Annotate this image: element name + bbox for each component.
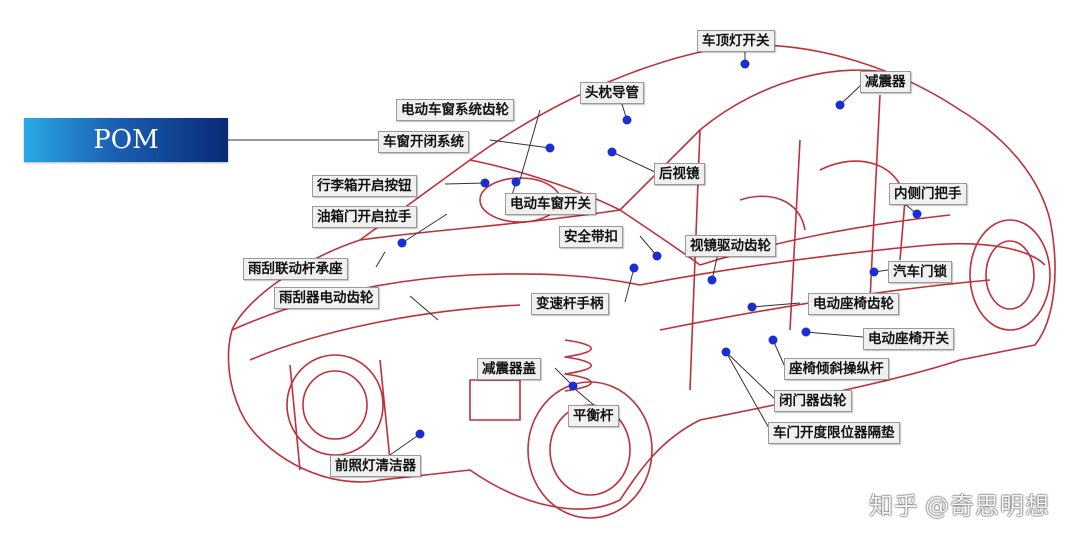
label-door-lock: 汽车门锁 [888,261,952,283]
label-stabilizer-bar: 平衡杆 [568,405,619,427]
label-window-system: 车窗开闭系统 [378,131,469,153]
label-door-closer-gear: 闭门器齿轮 [774,390,852,412]
label-headlamp-washer: 前照灯清洁器 [330,455,421,477]
label-shock-absorber: 减震器 [860,71,911,93]
label-shift-handle: 变速杆手柄 [531,293,609,315]
label-inner-door-handle: 内侧门把手 [889,183,967,205]
label-fuel-door-handle: 油箱门开启拉手 [312,206,417,228]
label-power-seat-gear: 电动座椅齿轮 [808,293,899,315]
label-roof-light-switch: 车顶灯开关 [697,30,775,52]
watermark: 知乎@奇思明想 [869,486,1050,521]
label-mirror-drive-gear: 视镜驱动齿轮 [685,235,776,257]
label-power-window-gear: 电动车窗系统齿轮 [396,99,514,121]
label-headrest-guide: 头枕导管 [580,82,644,104]
zhihu-logo: 知乎 [869,492,919,520]
label-power-window-switch: 电动车窗开关 [505,193,596,215]
label-seat-tilt-lever: 座椅倾斜操纵杆 [784,358,889,380]
label-wiper-motor-gear: 雨刮器电动齿轮 [274,287,379,309]
label-shock-cover: 减震器盖 [477,358,541,380]
label-door-limiter-spacer: 车门开度限位器隔垫 [768,422,900,444]
pom-title-box: POM [24,118,228,162]
label-trunk-button: 行李箱开启按钮 [312,175,417,197]
label-power-seat-switch: 电动座椅开关 [863,328,954,350]
watermark-handle: @奇思明想 [925,492,1050,520]
label-seat-belt-buckle: 安全带扣 [559,226,623,248]
label-rearview-mirror: 后视镜 [654,163,705,185]
label-wiper-linkage-bearing: 雨刮联动杆承座 [243,258,348,280]
